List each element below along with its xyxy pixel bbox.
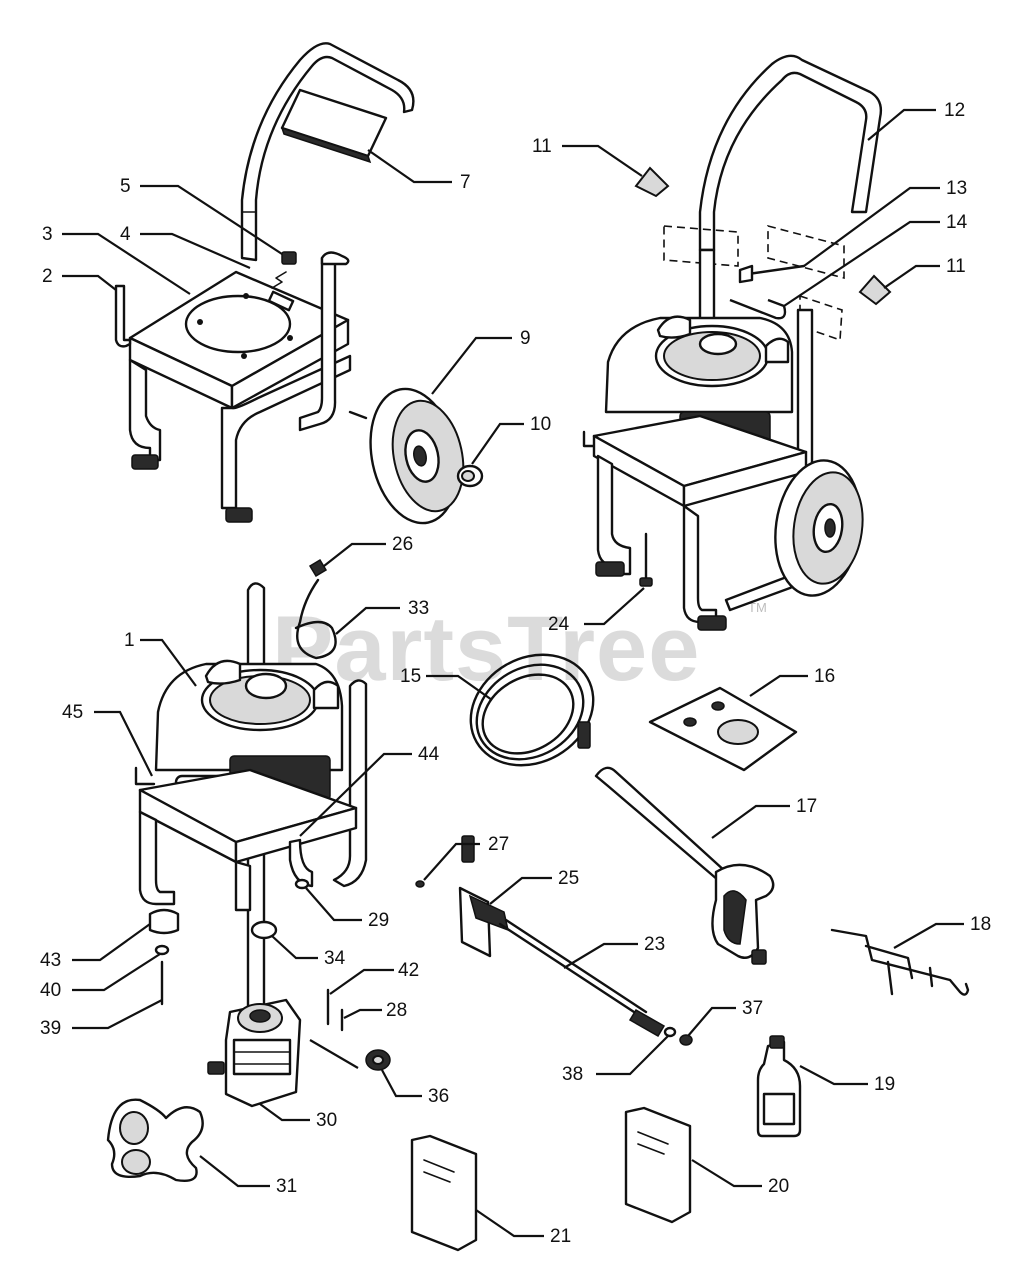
callout-label: 25 [558,868,579,889]
callout-label: 15 [400,666,421,687]
callout-label: 24 [548,614,570,635]
callout-label: 14 [946,212,968,233]
callout-13: 13 [803,178,967,267]
callout-31: 33 [335,598,429,635]
accessories [410,653,970,1252]
callout-16: 16 [749,666,835,697]
callout-label: 43 [40,950,61,971]
callout-label: 11 [532,136,552,157]
callout-38: 39 [40,999,163,1039]
callout-4: 4 [120,224,251,270]
callout-label: 19 [874,1074,895,1095]
assembled-unit [582,54,892,631]
callout-11-left: 11 [532,136,643,177]
callout-24: 25 [489,868,579,905]
callout-19: 19 [799,1065,895,1095]
callout-3: 3 [42,224,191,295]
callout-label: 2 [42,266,53,287]
callout-label: 30 [316,1110,337,1131]
callout-label: 38 [562,1064,583,1085]
callout-label: 16 [814,666,835,687]
callout-label: 4 [120,224,131,245]
callout-label: 36 [428,1086,449,1107]
callout-45: 45 [62,702,153,777]
callout-label: 5 [120,176,131,197]
callout-23: 23 [563,934,665,969]
callout-label: 44 [418,744,440,765]
callout-30: 30 [259,1103,337,1131]
engine-assembly [106,558,391,1182]
callout-21: 21 [475,1209,571,1247]
callout-44: 44 [299,744,440,837]
callout-label: 26 [392,534,413,555]
callout-18: 18 [893,914,991,949]
callout-12: 12 [867,100,965,141]
callout-43: 42 [329,960,419,995]
callout-28: 28 [343,1000,407,1021]
callout-label: 23 [644,934,665,955]
callout-9: 9 [431,328,531,395]
callout-label: 3 [42,224,53,245]
callout-label: 27 [488,834,509,855]
callout-label: 28 [386,1000,407,1021]
callout-25: 26 [323,534,413,567]
callout-label: 21 [550,1226,571,1247]
callout-10: 10 [471,414,551,465]
callout-label: 17 [796,796,817,817]
callout-5: 5 [120,176,283,255]
callout-20: 20 [691,1159,789,1197]
callout-27: 24 [548,587,645,635]
callout-33: 34 [271,935,346,969]
watermark-trademark: TM [748,600,767,615]
callout-label: 7 [460,172,471,193]
callout-label: 37 [742,998,763,1019]
callout-42: 38 [562,1035,669,1085]
callout-36: 31 [199,1155,297,1197]
callout-34: 36 [309,1039,449,1107]
callout-label: 20 [768,1176,789,1197]
callout-label: 40 [40,980,61,1001]
callout-40: 43 [40,923,151,971]
frame-assembly [114,42,484,525]
callout-7: 7 [367,149,471,193]
callout-label: 18 [970,914,991,935]
callout-14: 14 [783,212,968,307]
callout-15: 15 [400,666,493,701]
callout-label: 9 [520,328,531,349]
callout-label: 29 [368,910,389,931]
callout-label: 45 [62,702,83,723]
callout-39: 40 [40,953,161,1001]
callout-label: 31 [276,1176,297,1197]
callout-2: 2 [42,266,117,291]
callout-1: 1 [124,630,197,687]
callouts: 5 3 4 2 7 9 10 [40,100,991,1247]
callout-label: 42 [398,960,419,981]
callout-29: 29 [305,887,389,931]
callout-11-right: 11 [883,256,966,289]
callout-37: 37 [687,998,763,1037]
callout-label: 10 [530,414,551,435]
callout-label: 34 [324,948,346,969]
callout-label: 11 [946,256,966,277]
callout-label: 33 [408,598,429,619]
callout-label: 12 [944,100,965,121]
callout-label: 1 [124,630,135,651]
callout-17: 17 [711,796,817,839]
callout-label: 13 [946,178,967,199]
callout-26: 27 [423,834,509,881]
callout-label: 39 [40,1018,61,1039]
